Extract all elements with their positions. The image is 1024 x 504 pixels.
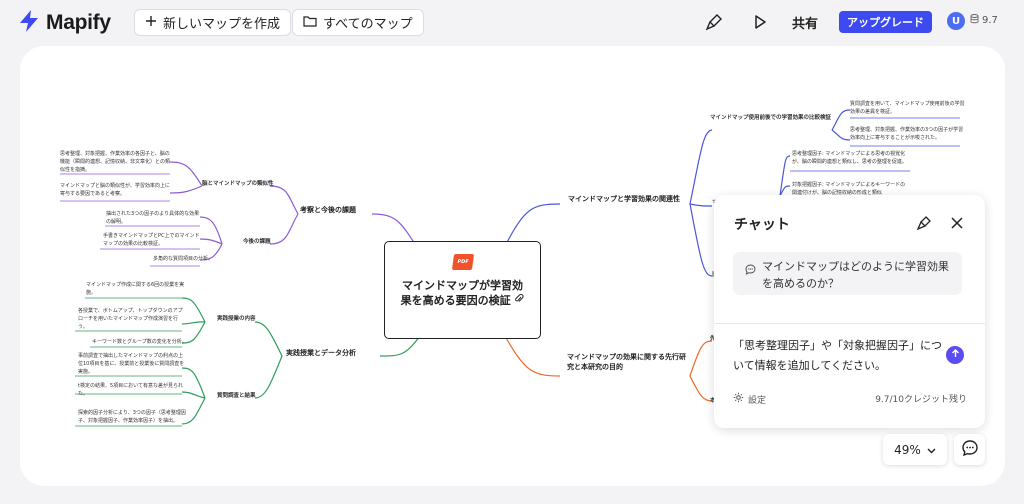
paint-brush-icon[interactable] [703,11,725,33]
branch-prior-research[interactable]: マインドマップの効果に関する先行研究と本研究の目的 [567,353,686,371]
leaf-keyword-groups[interactable]: キーワード数とグループ数の変化を分析。 [92,339,187,345]
close-icon[interactable] [947,213,967,233]
clear-chat-icon[interactable] [914,213,934,233]
sub-brain-similarity[interactable]: 脳とマインドマップの類似性 [202,181,274,187]
central-title: マインドマップが学習効果を高める要因の検証 [398,278,528,308]
zoom-dropdown[interactable]: 49% [883,434,947,465]
credits-display[interactable]: 9.7 [970,14,998,27]
plus-icon [145,15,157,31]
top-bar: Mapify 新しいマップを作成 すべてのマップ 共有 アップグレード U 9.… [0,0,1024,46]
play-icon[interactable] [749,11,771,33]
attachment-icon[interactable] [514,293,525,307]
chat-toggle-button[interactable] [954,434,985,465]
pdf-icon: PDF [451,254,474,270]
mindmap-links [60,109,960,427]
chat-bubble-icon [961,439,979,461]
chat-panel: チャット マインドマップはどのように学習効果を高めるのか？ 「思考整理因子」や「… [714,195,985,428]
chat-title: チャット [734,217,790,233]
settings-button[interactable]: 設定 [733,392,766,406]
remaining-credits: 9.7/10クレジット残り [875,395,967,405]
leaf-handwritten-vs-pc[interactable]: 手書きマインドマップとPC上でのマインドマップの効果の比較検証。 [103,233,200,247]
zoom-level: 49% [894,442,921,457]
leaf-factors-brain[interactable]: 思考整理、対象把握、作業効率の各因子と、脳の機能（瞬間的連想、記憶収納、非文章化… [60,151,170,173]
chat-divider [714,323,985,324]
suggested-question-text: マインドマップはどのように学習効果を高めるのか？ [762,260,949,290]
upgrade-button[interactable]: アップグレード [839,11,932,33]
send-button[interactable] [946,346,964,364]
leaf-clarify-effects[interactable]: 抽出された3つの因子のより具体的な効果の解明。 [106,211,200,225]
gear-icon [733,392,744,406]
branch-discussion[interactable]: 考察と今後の課題 [300,206,356,214]
leaf-pre-survey[interactable]: 事前調査で抽出したマインドマップの利点の上位10項目を基に、授業前と授業後に質問… [78,353,185,375]
credits-value: 9.7 [982,15,998,26]
sub-survey-results[interactable]: 質問調査と結果 [217,393,256,399]
app-logo[interactable]: Mapify [18,9,111,37]
folder-icon [303,15,317,31]
leaf-three-factors[interactable]: 思考整理、対象把握、作業効率の3つの因子が学習効率向上に寄与することが示唆された… [850,127,964,141]
lightning-bolt-icon [18,9,40,37]
central-title-text: マインドマップが学習効果を高める要因の検証 [400,279,523,307]
sub-orange-truncated[interactable]: 先 [710,336,716,342]
leaf-bottom-up-top-down[interactable]: 各授業で、ボトムアップ、トップダウンのアプローチを用いたマインドマップ作成演習を… [78,308,183,330]
leaf-object-factor[interactable]: 対象把握因子: マインドマップによるキーワードの関連付けが、脳の記憶収納の形成と… [792,182,906,196]
leaf-t-test[interactable]: t検定の結果、5項目において有意な差が見られた。 [78,383,183,397]
branch-learning-relation[interactable]: マインドマップと学習効果の関連性 [568,195,680,203]
settings-label: 設定 [748,395,767,406]
central-topic[interactable]: PDF マインドマップが学習効果を高める要因の検証 [384,241,541,339]
share-button[interactable]: 共有 [792,17,819,32]
branch-practice-data[interactable]: 実践授業とデータ分析 [286,349,356,357]
chat-bubble-icon [745,260,756,279]
leaf-thought-factor[interactable]: 思考整理因子: マインドマップによる思考の視覚化が、脳の瞬間的連想と類似し、思考… [792,151,907,165]
all-maps-button[interactable]: すべてのマップ [292,9,424,36]
new-map-label: 新しいマップを作成 [163,17,281,32]
new-map-button[interactable]: 新しいマップを作成 [134,9,292,36]
leaf-survey-verify[interactable]: 質問調査を用いて、マインドマップ使用前後の学習効果の差異を検証。 [850,101,965,115]
leaf-factor-analysis[interactable]: 探索的因子分析により、3つの因子（思考整理因子、対象把握因子、作業効率因子）を抽… [78,410,186,424]
avatar[interactable]: U [947,12,965,30]
database-icon [970,14,979,27]
suggested-question[interactable]: マインドマップはどのように学習効果を高めるのか？ [733,252,962,295]
all-maps-label: すべてのマップ [323,17,413,32]
sub-future-tasks[interactable]: 今後の課題 [243,239,271,245]
app-name: Mapify [46,11,111,34]
leaf-similarity-contribution[interactable]: マインドマップと脳の類似性が、学習効率向上に寄与する要因であると考察。 [60,183,170,197]
sub-practice-content[interactable]: 実践授業の内容 [217,316,256,322]
arrow-up-icon [951,349,960,361]
leaf-six-classes[interactable]: マインドマップ作成に関する6回の授業を実施。 [86,282,185,296]
chat-input[interactable]: 「思考整理因子」や「対象把握因子」について情報を追加してください。 [733,339,942,372]
sub-orange-truncated-2[interactable]: 本 [710,398,716,404]
chevron-down-icon [927,443,936,457]
sub-before-after[interactable]: マインドマップ使用前後での学習効果の比較検証 [710,115,832,121]
leaf-multifaceted-analysis[interactable]: 多角的な質問項目の分析。 [153,256,214,262]
